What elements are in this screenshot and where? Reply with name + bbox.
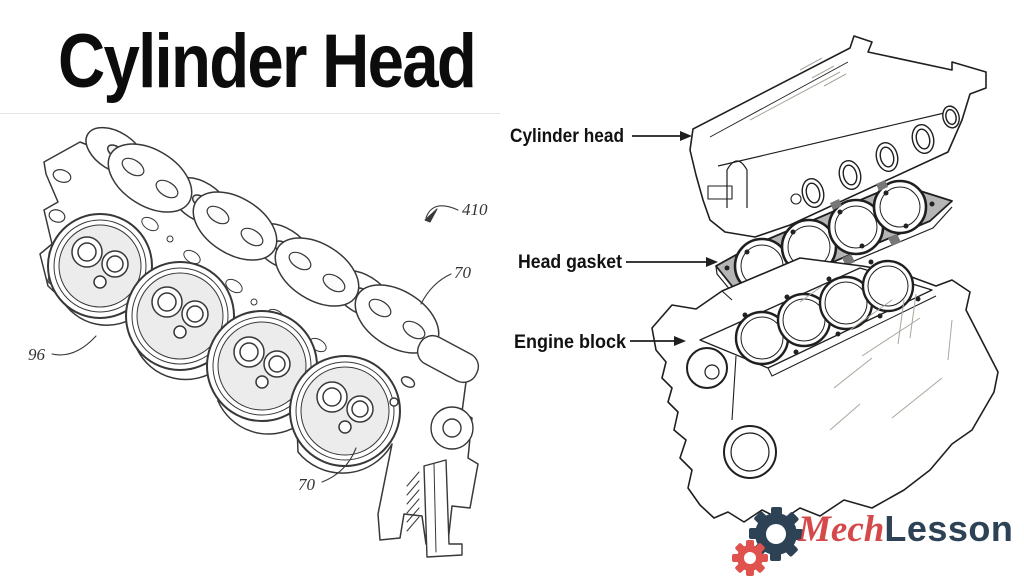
head-arch-detail bbox=[726, 160, 748, 208]
label-engine-block: Engine block bbox=[514, 332, 626, 353]
logo-text-mech: Mech bbox=[798, 509, 885, 550]
label-cylinder-head: Cylinder head bbox=[510, 126, 624, 147]
ref-70-upper: 70 bbox=[454, 263, 472, 282]
page-title: Cylinder Head bbox=[58, 19, 477, 104]
combustion-chambers bbox=[47, 213, 401, 467]
leader-70-upper bbox=[420, 273, 452, 305]
combustion-chamber-1 bbox=[47, 213, 153, 319]
logo-wordmark: MechLesson bbox=[798, 508, 1013, 551]
label-head-gasket: Head gasket bbox=[518, 252, 623, 273]
cam-lobes-front-row bbox=[107, 143, 440, 354]
reference-leaders bbox=[51, 205, 459, 483]
callouts: Cylinder head Head gasket Engine block bbox=[510, 126, 718, 353]
cylinder-head-outline bbox=[689, 35, 987, 238]
combustion-chamber-4 bbox=[289, 355, 401, 467]
leader-410 bbox=[425, 205, 459, 219]
cylindrical-boss bbox=[416, 334, 480, 384]
leader-70-lower bbox=[321, 447, 357, 483]
head-ports bbox=[801, 105, 960, 208]
exploded-diagram-svg: Cylinder head Head gasket Engine block bbox=[510, 35, 999, 523]
leader-96 bbox=[51, 335, 97, 356]
ref-96: 96 bbox=[28, 345, 46, 364]
ref-410: 410 bbox=[462, 200, 488, 219]
combustion-chamber-3 bbox=[206, 310, 318, 422]
hatch-shading bbox=[406, 471, 420, 532]
head-rect-detail bbox=[707, 185, 733, 200]
combustion-chamber-2 bbox=[125, 261, 235, 371]
cylinder-head-part bbox=[689, 35, 987, 238]
cylinder-head-patent-drawing bbox=[39, 126, 480, 558]
ref-70-lower: 70 bbox=[298, 475, 316, 494]
engine-block-part bbox=[651, 257, 999, 523]
gear-icon-large bbox=[749, 507, 803, 561]
arrowhead-cylinder-head bbox=[680, 131, 692, 141]
arrowhead-engine-block bbox=[674, 336, 686, 346]
mechlesson-logo: MechLesson bbox=[726, 496, 1024, 576]
leader-410-arrowhead bbox=[424, 208, 438, 223]
block-shading-lines bbox=[799, 285, 953, 431]
block-deck-bolt-holes bbox=[742, 259, 921, 355]
patent-figure-svg: 410 70 96 70 bbox=[0, 113, 500, 558]
gear-icon-small bbox=[732, 540, 768, 576]
lobe-port-holes bbox=[121, 157, 426, 340]
mount-bar bbox=[423, 459, 463, 558]
head-shading-lines bbox=[749, 57, 847, 121]
arrowhead-head-gasket bbox=[706, 257, 718, 267]
block-cylinder-bores bbox=[734, 259, 915, 366]
side-brackets bbox=[389, 334, 480, 558]
gears-icon bbox=[732, 507, 803, 576]
logo-text-lesson: Lesson bbox=[884, 508, 1014, 549]
